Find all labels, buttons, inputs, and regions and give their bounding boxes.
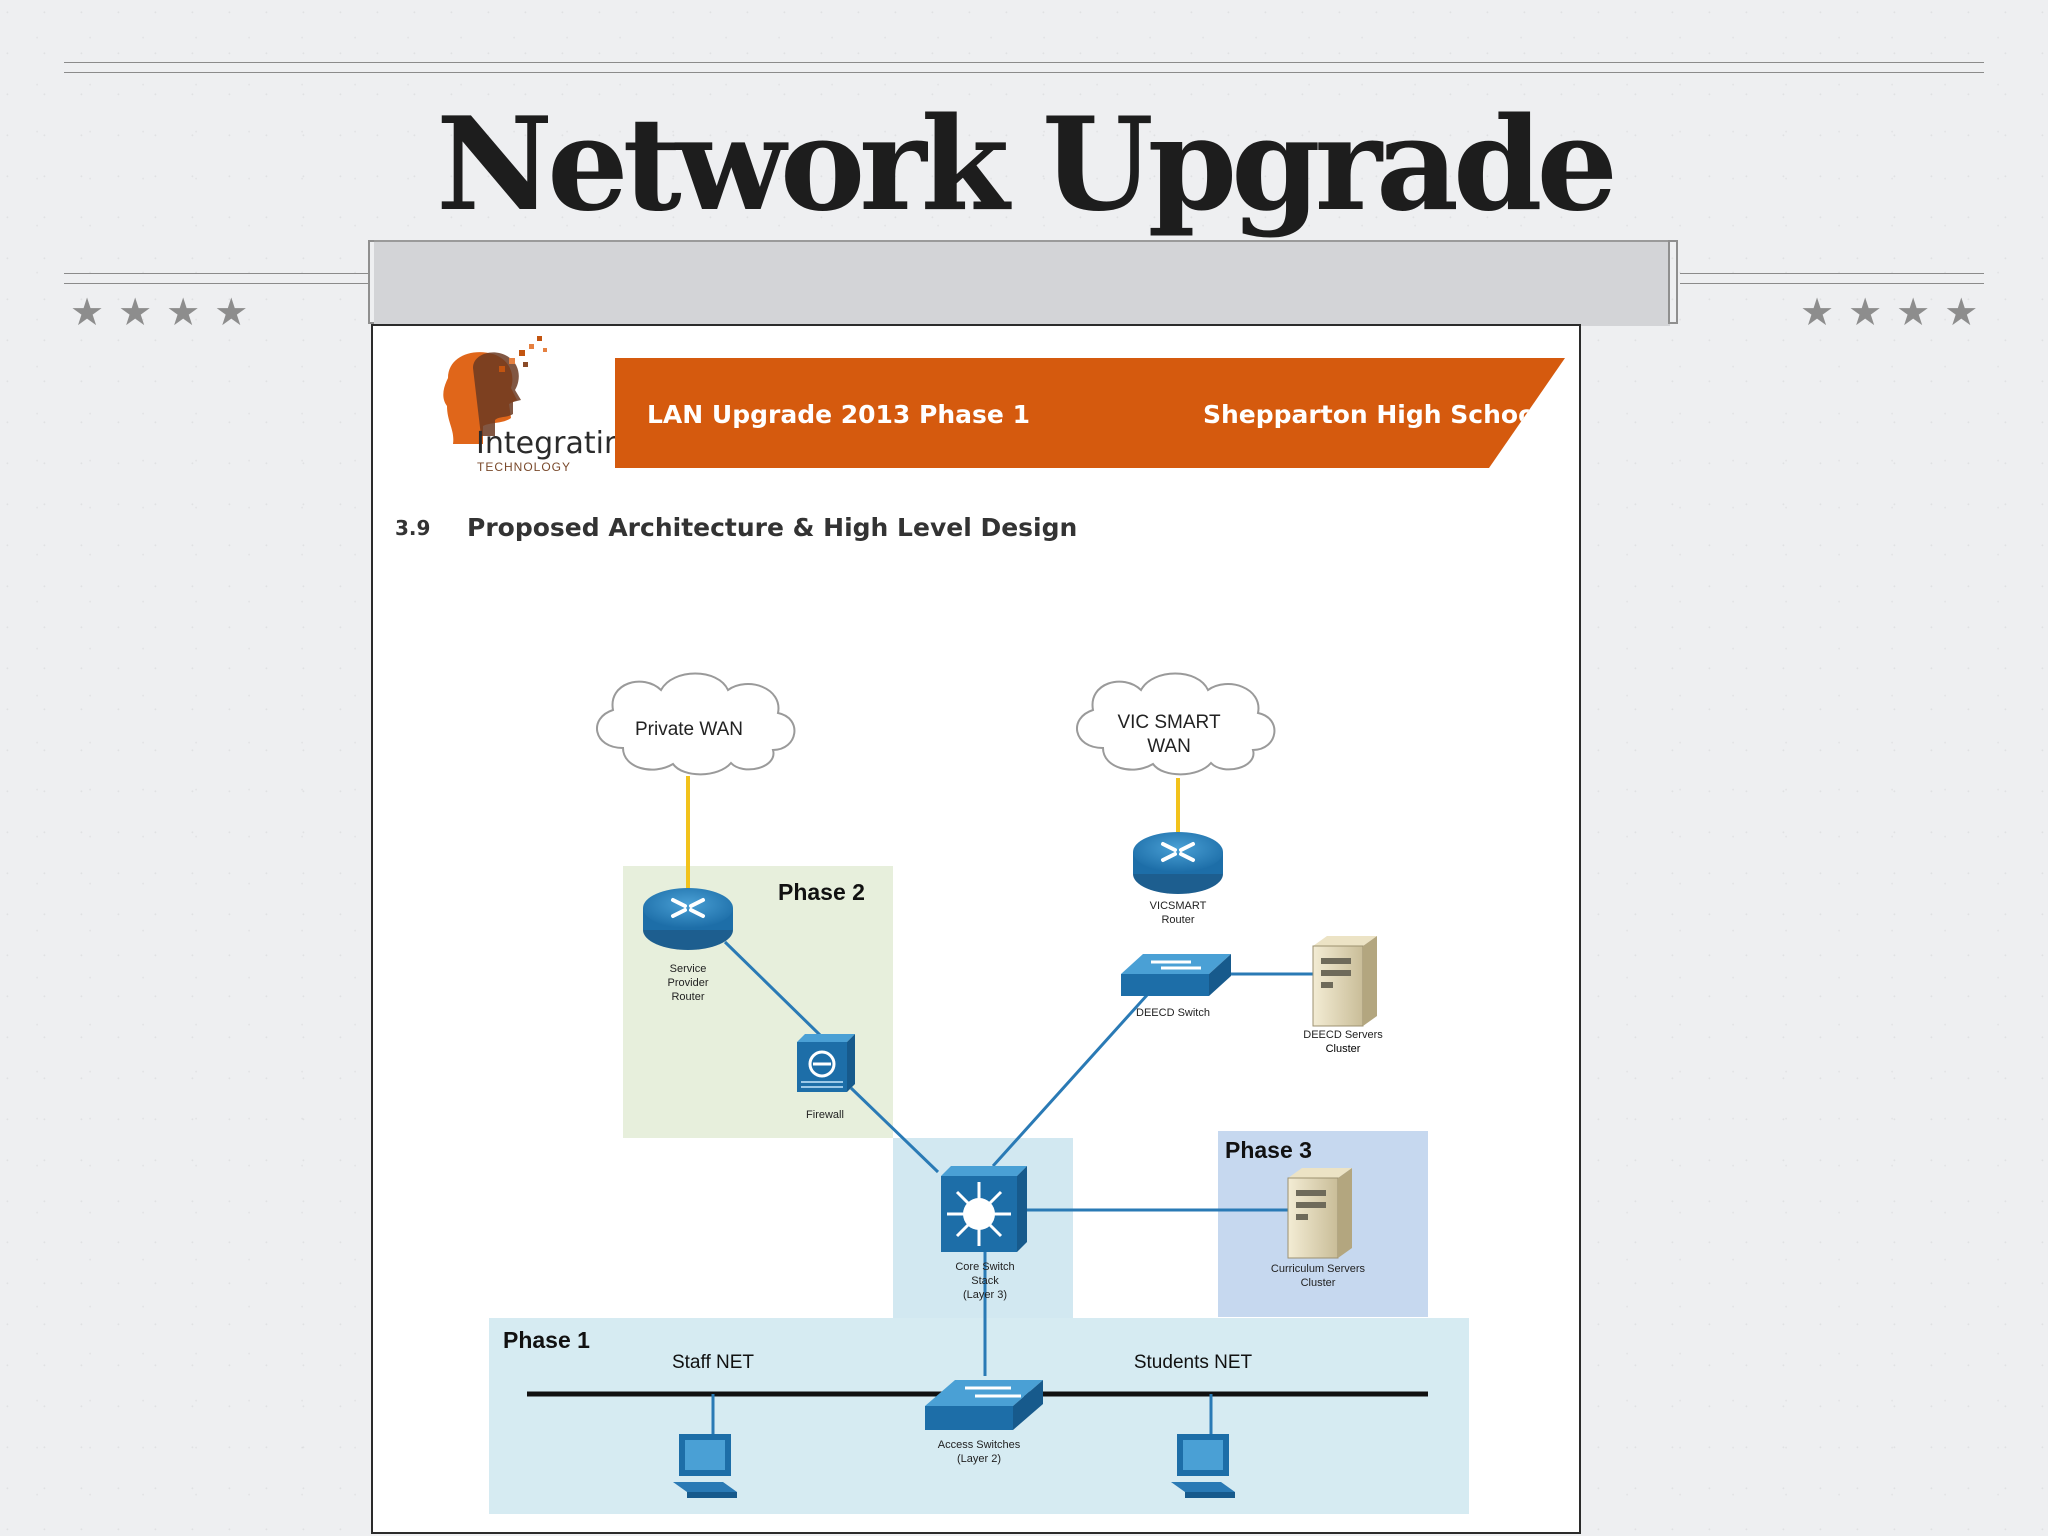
phase3-label: Phase 3 — [1225, 1137, 1312, 1163]
curriculum-servers-label-1: Curriculum Servers — [1271, 1263, 1366, 1275]
curriculum-servers-label-2: Cluster — [1301, 1277, 1336, 1289]
slide-title: Network Upgrade — [436, 90, 1618, 240]
vic-smart-label-line1: VIC SMART — [1117, 712, 1221, 733]
deecd-server-icon — [1312, 935, 1378, 1027]
service-provider-router-icon — [641, 886, 735, 952]
access-switch-icon — [925, 1380, 1043, 1430]
staff-net-label: Staff NET — [672, 1352, 754, 1373]
section-title: Proposed Architecture & High Level Desig… — [467, 513, 1078, 542]
stars-right: ★★★★ — [1800, 290, 1993, 334]
subtitle-banner — [374, 240, 1670, 326]
staff-computer-icon — [673, 1434, 737, 1498]
firewall-icon — [797, 1034, 855, 1092]
stars-left: ★★★★ — [70, 290, 263, 334]
deecd-switch-label: DEECD Switch — [1136, 1007, 1210, 1019]
vicsmart-router-icon — [1131, 830, 1225, 896]
section-number: 3.9 — [395, 516, 431, 540]
access-switches-label-1: Access Switches — [938, 1439, 1021, 1451]
core-switch-label-3: (Layer 3) — [963, 1289, 1007, 1301]
bracket-right — [1668, 240, 1678, 324]
logo-subtext: TECHNOLOGY — [477, 460, 572, 474]
network-diagram: Private WAN VIC SMART WAN Phase 2 Phase … — [489, 672, 1469, 1514]
deecd-servers-label-2: Cluster — [1326, 1043, 1361, 1055]
right-rule-1 — [1680, 273, 1984, 274]
right-rule-2 — [1680, 283, 1984, 284]
logo-text: Integrating — [476, 426, 642, 461]
vic-smart-label-line2: WAN — [1147, 736, 1191, 757]
students-net-label: Students NET — [1134, 1352, 1253, 1373]
deecd-switch-icon — [1119, 952, 1233, 998]
service-router-label-2: Provider — [668, 977, 709, 989]
phase2-label: Phase 2 — [778, 879, 865, 905]
header-project-title: LAN Upgrade 2013 Phase 1 — [647, 400, 1030, 429]
private-wan-label: Private WAN — [635, 719, 743, 740]
phase1-label: Phase 1 — [503, 1327, 590, 1353]
left-rule-2 — [64, 283, 370, 284]
core-switch-icon — [941, 1166, 1027, 1252]
service-router-label-1: Service — [670, 963, 707, 975]
top-rule-1 — [64, 62, 1984, 63]
access-switches-label-2: (Layer 2) — [957, 1453, 1001, 1465]
document-header-banner: LAN Upgrade 2013 Phase 1 Shepparton High… — [615, 358, 1565, 468]
document-image: Integrating TECHNOLOGY LAN Upgrade 2013 … — [371, 324, 1581, 1534]
vic-smart-wan-cloud: VIC SMART WAN — [1075, 672, 1276, 776]
integrating-technology-logo — [443, 336, 547, 444]
header-school-name: Shepparton High School — [1203, 400, 1544, 429]
left-rule-1 — [64, 273, 370, 274]
student-computer-icon — [1171, 1434, 1235, 1498]
top-rule-2 — [64, 72, 1984, 73]
private-wan-cloud: Private WAN — [595, 672, 796, 776]
service-router-label-3: Router — [671, 991, 704, 1003]
firewall-label: Firewall — [806, 1109, 844, 1121]
deecd-servers-label-1: DEECD Servers — [1303, 1029, 1383, 1041]
vicsmart-router-label-1: VICSMART — [1150, 900, 1207, 912]
core-switch-label-1: Core Switch — [955, 1261, 1014, 1273]
core-switch-label-2: Stack — [971, 1275, 999, 1287]
vicsmart-router-label-2: Router — [1161, 914, 1194, 926]
curriculum-server-icon — [1287, 1167, 1353, 1259]
